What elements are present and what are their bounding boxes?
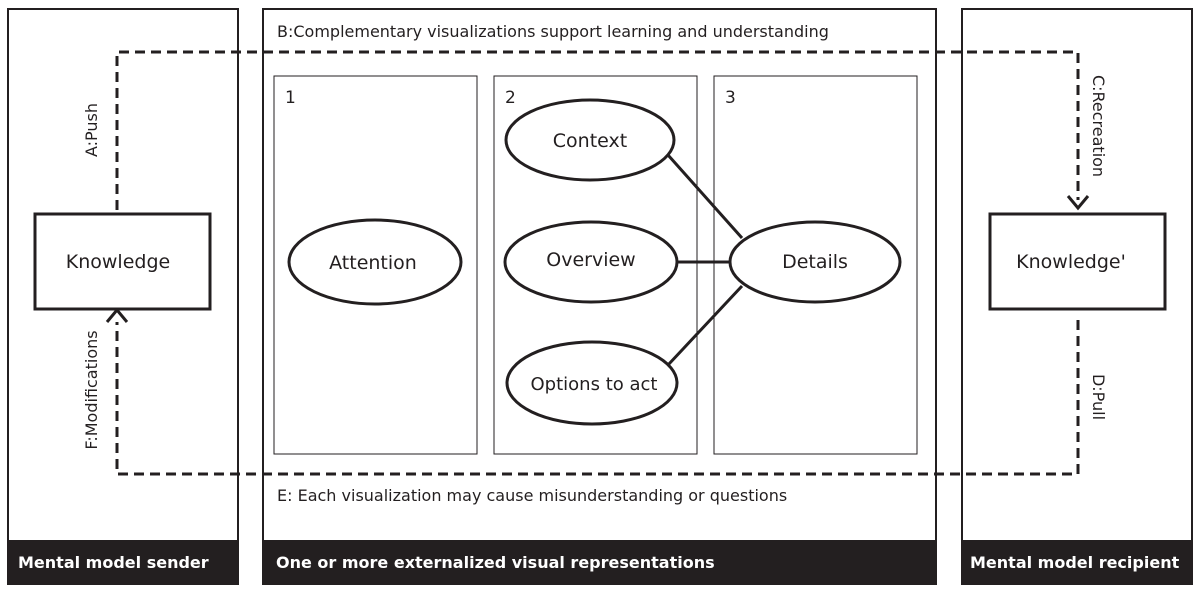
knowledge-recipient-box xyxy=(988,212,1167,311)
context-node xyxy=(504,98,676,182)
attention-node xyxy=(287,218,463,306)
sender-footer xyxy=(8,540,238,584)
knowledge-recipient-label: Knowledge' xyxy=(1016,251,1126,273)
top-caption: B:Complementary visualizations support l… xyxy=(277,22,829,41)
attention-label: Attention xyxy=(329,252,417,274)
context-details-connector xyxy=(666,154,744,239)
context-label: Context xyxy=(553,130,627,152)
overview-label: Overview xyxy=(546,249,635,271)
middle-title: One or more externalized visual represen… xyxy=(276,553,715,572)
options-details-connector xyxy=(666,284,744,367)
middle-footer xyxy=(263,540,936,584)
modifications-label: F:Modifications xyxy=(82,330,101,449)
recreation-arrowhead xyxy=(1066,195,1090,211)
options-label: Options to act xyxy=(531,374,658,395)
details-label: Details xyxy=(782,251,848,273)
knowledge-sender-label: Knowledge xyxy=(66,251,170,273)
recipient-title: Mental model recipient xyxy=(970,553,1180,572)
recipient-footer xyxy=(962,540,1192,584)
push-recreation-path xyxy=(115,50,1080,210)
options-node xyxy=(505,340,679,426)
recreation-label: C:Recreation xyxy=(1089,75,1108,177)
overview-node xyxy=(503,220,679,304)
column-2-number: 2 xyxy=(505,88,516,108)
push-label: A:Push xyxy=(82,103,101,157)
sender-title: Mental model sender xyxy=(18,553,209,572)
column-3-number: 3 xyxy=(725,88,736,108)
pull-modifications-path xyxy=(115,320,1080,476)
details-node xyxy=(728,220,902,304)
pull-label: D:Pull xyxy=(1089,374,1108,420)
column-1-number: 1 xyxy=(285,88,296,108)
bottom-caption: E: Each visualization may cause misunder… xyxy=(277,486,787,505)
knowledge-sender-box xyxy=(33,212,212,311)
